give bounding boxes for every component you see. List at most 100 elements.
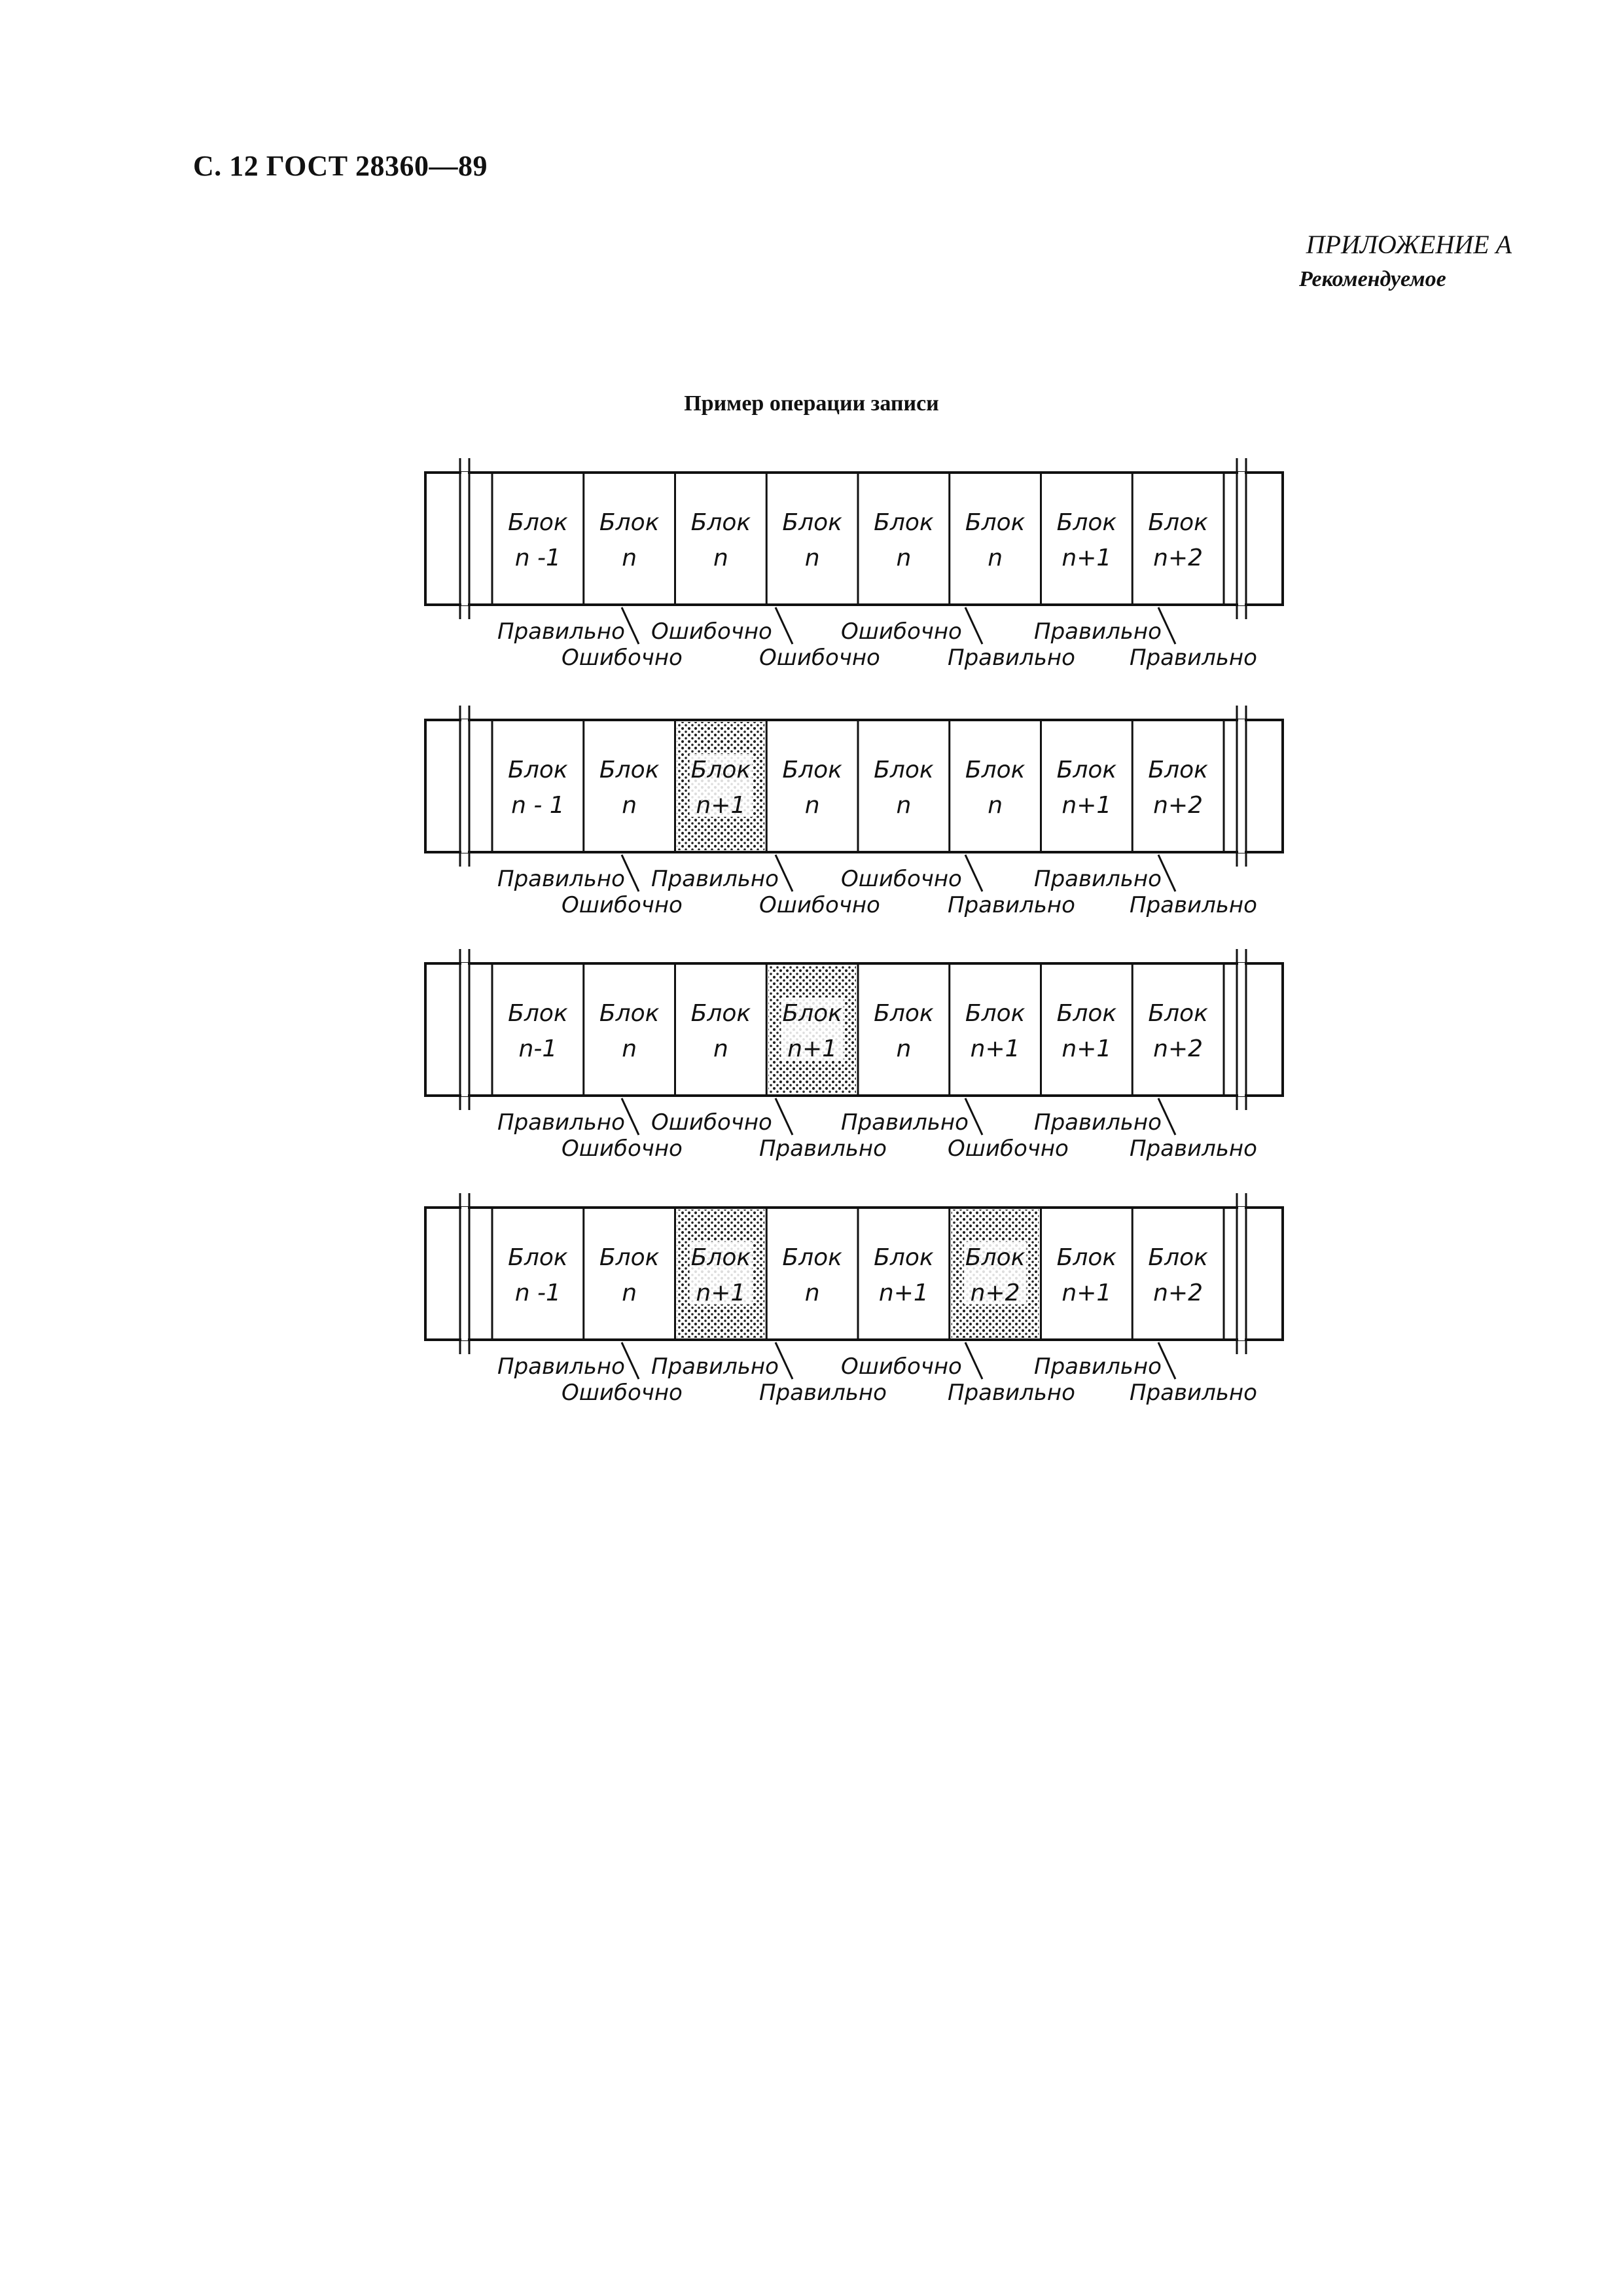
status-pointer: [964, 854, 984, 892]
block-index: n+2: [1153, 1035, 1203, 1062]
status-label-lower: Ошибочно: [759, 645, 880, 671]
block-index: n+2: [1153, 792, 1203, 819]
status-pointer: [620, 854, 640, 892]
status-label-upper: Правильно: [841, 1109, 969, 1136]
block-label: Блок: [599, 757, 660, 783]
break-gap: [461, 719, 468, 853]
status-label-lower: Ошибочно: [562, 1380, 683, 1406]
status-pointer: [620, 1342, 640, 1380]
tape-frame: [424, 471, 1284, 606]
break-gap: [1238, 719, 1245, 853]
status-pointer: [774, 854, 794, 892]
status-label-upper: Правильно: [1034, 1109, 1162, 1136]
block-index: n+2: [1153, 545, 1203, 571]
block-label: Блок: [1148, 1244, 1208, 1271]
block-label: Блок: [1057, 757, 1117, 783]
page-header: С. 12 ГОСТ 28360—89: [193, 150, 488, 182]
block-index: n+1: [787, 1035, 837, 1062]
block-label: Блок: [965, 757, 1026, 783]
status-label-lower: Правильно: [1130, 892, 1257, 918]
block-index: n: [805, 1280, 820, 1306]
status-pointer: [964, 607, 984, 645]
block-label: Блок: [874, 757, 934, 783]
shaded-label-bg: [963, 1242, 1027, 1304]
block-label: Блок: [691, 757, 751, 783]
status-pointer: [1157, 607, 1177, 645]
tape-row: Блокn-1БлокnБлокnБлокn+1БлокnБлокn+1Блок…: [424, 949, 1284, 1162]
block-index: n -1: [515, 545, 561, 571]
figure-title: Пример операции записи: [684, 391, 939, 416]
block-index: n: [896, 792, 911, 819]
block-index: n - 1: [511, 792, 565, 819]
status-pointer: [1157, 854, 1177, 892]
block-index: n+1: [971, 1035, 1020, 1062]
block-label: Блок: [691, 509, 751, 536]
block-index: n+2: [1153, 1280, 1203, 1306]
status-label-upper: Правильно: [497, 866, 625, 892]
block-index: n: [622, 792, 637, 819]
status-label-upper: Правильно: [1034, 866, 1162, 892]
block-label: Блок: [691, 1244, 751, 1271]
status-label-lower: Правильно: [948, 645, 1075, 671]
block-index: n+1: [1061, 545, 1111, 571]
block-index: n+1: [1061, 792, 1111, 819]
status-label-lower: Ошибочно: [562, 892, 683, 918]
block-index: n+2: [971, 1280, 1020, 1306]
block-label: Блок: [1148, 757, 1208, 783]
status-label-lower: Правильно: [948, 1380, 1075, 1406]
status-pointer: [620, 1098, 640, 1136]
status-label-upper: Правильно: [651, 1354, 779, 1380]
block-label: Блок: [782, 1000, 842, 1027]
block-index: n+1: [1061, 1280, 1111, 1306]
status-label-upper: Ошибочно: [651, 619, 772, 645]
block-index: n+1: [1061, 1035, 1111, 1062]
break-gap: [1238, 472, 1245, 605]
block-index: n: [622, 1280, 637, 1306]
appendix-title: ПРИЛОЖЕНИЕ А: [1306, 230, 1512, 259]
status-label-upper: Ошибочно: [841, 1354, 962, 1380]
status-label-lower: Правильно: [1130, 1136, 1257, 1162]
block-index: n: [988, 792, 1003, 819]
status-pointer: [1157, 1098, 1177, 1136]
shaded-label-bg: [781, 997, 844, 1060]
block-index: n: [713, 545, 728, 571]
status-label-upper: Правильно: [1034, 1354, 1162, 1380]
block-index: n+1: [696, 1280, 745, 1306]
shaded-label-bg: [689, 754, 753, 817]
block-label: Блок: [599, 1000, 660, 1027]
block-label: Блок: [965, 509, 1026, 536]
status-pointer: [964, 1098, 984, 1136]
status-label-upper: Правильно: [651, 866, 779, 892]
status-label-lower: Ошибочно: [562, 645, 683, 671]
block-index: n: [622, 545, 637, 571]
status-label-upper: Правильно: [497, 1354, 625, 1380]
tape-frame: [424, 719, 1284, 853]
block-label: Блок: [1057, 1000, 1117, 1027]
status-label-lower: Правильно: [759, 1380, 887, 1406]
block-label: Блок: [599, 509, 660, 536]
status-label-upper: Правильно: [497, 619, 625, 645]
block-index: n-1: [519, 1035, 558, 1062]
status-pointer: [774, 1342, 794, 1380]
status-label-lower: Правильно: [1130, 645, 1257, 671]
status-label-lower: Правильно: [759, 1136, 887, 1162]
block-label: Блок: [782, 757, 842, 783]
block-label: Блок: [1057, 509, 1117, 536]
block-label: Блок: [599, 1244, 660, 1271]
status-label-lower: Ошибочно: [562, 1136, 683, 1162]
block-index: n: [622, 1035, 637, 1062]
block-index: n: [896, 545, 911, 571]
status-label-upper: Ошибочно: [651, 1109, 772, 1136]
break-gap: [1238, 1207, 1245, 1340]
block-index: n: [805, 545, 820, 571]
block-label: Блок: [874, 509, 934, 536]
status-pointer: [620, 607, 640, 645]
block-label: Блок: [965, 1244, 1026, 1271]
status-label-lower: Правильно: [948, 892, 1075, 918]
block-label: Блок: [874, 1244, 934, 1271]
tape-frame: [424, 962, 1284, 1097]
block-index: n+1: [696, 792, 745, 819]
